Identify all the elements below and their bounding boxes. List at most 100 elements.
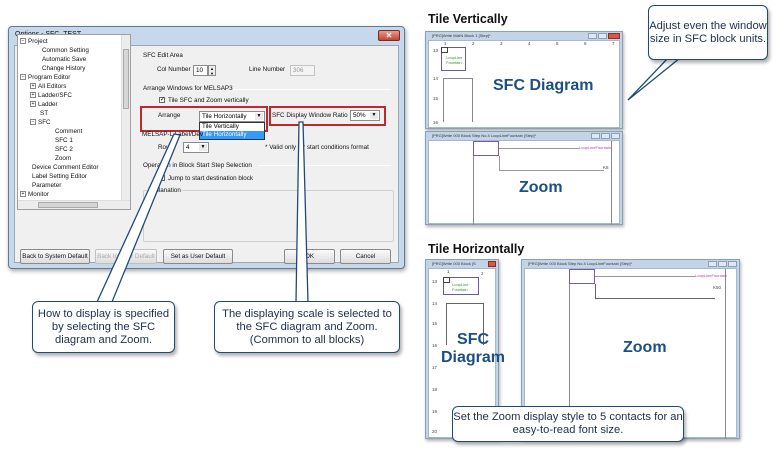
ratio-label: SFC Display Window Ratio xyxy=(272,112,348,119)
callout-adjust-window: Adjust even the window size in SFC block… xyxy=(648,5,768,60)
line-number-input: 306 xyxy=(290,65,315,76)
window-title: [PRG]Write 000 Block Step No.4 LoopLineF… xyxy=(528,261,632,266)
chevron-down-icon[interactable]: ▼ xyxy=(370,112,378,119)
tree-item-all-editors[interactable]: +All Editors xyxy=(30,83,67,90)
step-box xyxy=(441,47,448,53)
sfc-window-vertical: [PRG]Write MAIN Block 1 [Step]* 1 2 3 4 … xyxy=(425,31,623,129)
arrange-windows-heading: Arrange Windows for MELSAP3 xyxy=(143,85,233,92)
window-controls xyxy=(590,133,620,140)
minimize-icon[interactable] xyxy=(708,261,717,267)
scroll-thumb[interactable] xyxy=(123,49,129,109)
expand-icon[interactable]: + xyxy=(30,92,36,99)
zoom-window-vertical: [PRG]Write 000 Block Step No.4 LoopLineF… xyxy=(425,131,623,225)
arrange-dropdown[interactable]: Tile Horizontally ▼ xyxy=(199,111,265,122)
maximize-icon[interactable] xyxy=(718,261,727,267)
set-as-user-default-button[interactable]: Set as User Default xyxy=(163,249,233,264)
col-number-label: Col Number xyxy=(157,66,191,73)
tree-item-monitor[interactable]: +Monitor xyxy=(20,191,49,198)
tree-item-change-history[interactable]: Change History xyxy=(42,65,86,72)
expand-icon[interactable]: + xyxy=(30,101,36,108)
maximize-icon[interactable] xyxy=(601,133,610,139)
chevron-down-icon[interactable]: ▼ xyxy=(255,113,263,120)
sfc-diagram-label: SFC Diagram xyxy=(441,331,506,366)
maximize-icon[interactable] xyxy=(598,33,607,39)
tree-vertical-scrollbar[interactable] xyxy=(121,35,130,201)
tree-item-project[interactable]: −Project xyxy=(20,38,48,45)
minimize-icon[interactable] xyxy=(588,33,597,39)
explanation-label: Explanation xyxy=(147,187,182,194)
close-icon[interactable]: ✕ xyxy=(378,30,400,41)
callout-display-scale: The displaying scale is selected to the … xyxy=(214,301,400,353)
step-highlight xyxy=(441,47,466,71)
tree-item-ladder[interactable]: +Ladder xyxy=(30,101,58,108)
rows-dropdown[interactable]: 4 ▼ xyxy=(183,142,209,153)
tree-item-common-setting[interactable]: Common Setting xyxy=(42,47,89,54)
callout-how-to-display: How to display is specified by selecting… xyxy=(32,301,175,353)
tree-item-automatic-save[interactable]: Automatic Save xyxy=(42,56,87,63)
step-highlight xyxy=(443,277,479,295)
jump-label: Jump to start destination block xyxy=(168,175,254,182)
ratio-dropdown[interactable]: 50% ▼ xyxy=(350,110,380,121)
sfc-edit-area-heading: SFC Edit Area xyxy=(143,52,183,59)
collapse-icon[interactable]: − xyxy=(30,119,36,126)
col-number-spinner[interactable]: ▲▼ xyxy=(208,65,216,76)
block-start-heading: Operation in Block Start Step Selection xyxy=(143,162,252,169)
window-controls xyxy=(487,261,496,268)
rows-label: Rows xyxy=(158,144,174,151)
arrange-label: Arrange xyxy=(158,112,181,119)
line-number-label: Line Number xyxy=(249,66,286,73)
expand-icon[interactable]: + xyxy=(20,191,26,198)
melsap-label: MELSAP-L Label/Dev xyxy=(142,131,204,138)
scroll-thumb[interactable] xyxy=(38,202,98,208)
separator xyxy=(258,165,391,166)
tile-vertically-title: Tile Vertically xyxy=(428,12,508,26)
back-to-system-default-button[interactable]: Back to System Default xyxy=(20,249,90,264)
chevron-down-icon[interactable]: ▼ xyxy=(199,144,207,151)
collapse-icon[interactable]: − xyxy=(20,74,26,81)
close-icon[interactable] xyxy=(728,261,737,267)
tile-horizontally-title: Tile Horizontally xyxy=(428,242,525,256)
tree-item-device-comment-editor[interactable]: Device Comment Editor xyxy=(32,164,99,171)
window-title: [PRG]Write MAIN Block 1 [Step]* xyxy=(432,33,491,38)
rows-note: * Valid only for start conditions format xyxy=(265,144,369,151)
window-controls xyxy=(587,33,620,40)
window-title: [PRG]Write 000 Block Step No.4 LoopLineF… xyxy=(432,133,536,138)
sfc-branch xyxy=(443,78,473,122)
col-number-input[interactable]: 10 xyxy=(193,65,208,76)
options-tree: −Project Common Setting Automatic Save C… xyxy=(17,34,131,210)
zoom-canvas[interactable]: LoopLineFountain K8 Zoom xyxy=(428,140,620,225)
zoom-label: Zoom xyxy=(519,179,563,196)
cancel-button[interactable]: Cancel xyxy=(340,249,391,264)
tile-vertically-label: Tile SFC and Zoom vertically xyxy=(168,97,249,104)
expand-icon[interactable]: + xyxy=(30,83,36,90)
tree-item-zoom[interactable]: Zoom xyxy=(55,155,72,162)
option-tile-horizontally[interactable]: Tile Horizontally xyxy=(200,131,264,139)
separator xyxy=(233,89,391,90)
tree-item-sfc2[interactable]: SFC 2 xyxy=(55,146,73,153)
close-icon[interactable] xyxy=(488,261,496,267)
sfc-diagram-label: SFC Diagram xyxy=(493,77,594,94)
tree-item-parameter[interactable]: Parameter xyxy=(32,182,62,189)
tile-vertically-checkbox[interactable]: ✓ xyxy=(159,97,166,103)
minimize-icon[interactable] xyxy=(591,133,600,139)
zoom-label: Zoom xyxy=(623,339,667,356)
arrange-dropdown-list: Tile Vertically Tile Horizontally xyxy=(199,122,265,140)
tree-item-sfc[interactable]: −SFC xyxy=(30,119,51,126)
sfc-canvas[interactable]: 1 2 3 4 5 6 7 13 14 15 16 LoopLine Fount… xyxy=(428,40,620,128)
tree-item-label-setting-editor[interactable]: Label Setting Editor xyxy=(32,173,87,180)
option-tile-vertically[interactable]: Tile Vertically xyxy=(202,123,239,130)
window-title: [PRG]Write 000 Block [Ste... xyxy=(432,261,476,266)
close-icon[interactable] xyxy=(611,133,620,139)
close-icon[interactable] xyxy=(608,33,620,39)
tree-item-st[interactable]: ST xyxy=(40,110,49,117)
window-controls xyxy=(707,261,737,268)
tree-item-program-editor[interactable]: −Program Editor xyxy=(20,74,71,81)
sfc-branch xyxy=(446,303,484,345)
tree-item-comment[interactable]: Comment xyxy=(55,128,83,135)
tree-horizontal-scrollbar[interactable] xyxy=(18,200,130,209)
contact-highlight xyxy=(473,141,499,156)
tree-item-sfc1[interactable]: SFC 1 xyxy=(55,137,73,144)
tree-item-ladder-sfc[interactable]: +Ladder/SFC xyxy=(30,92,72,99)
ratio-highlight xyxy=(269,106,386,126)
collapse-icon[interactable]: − xyxy=(20,38,26,45)
